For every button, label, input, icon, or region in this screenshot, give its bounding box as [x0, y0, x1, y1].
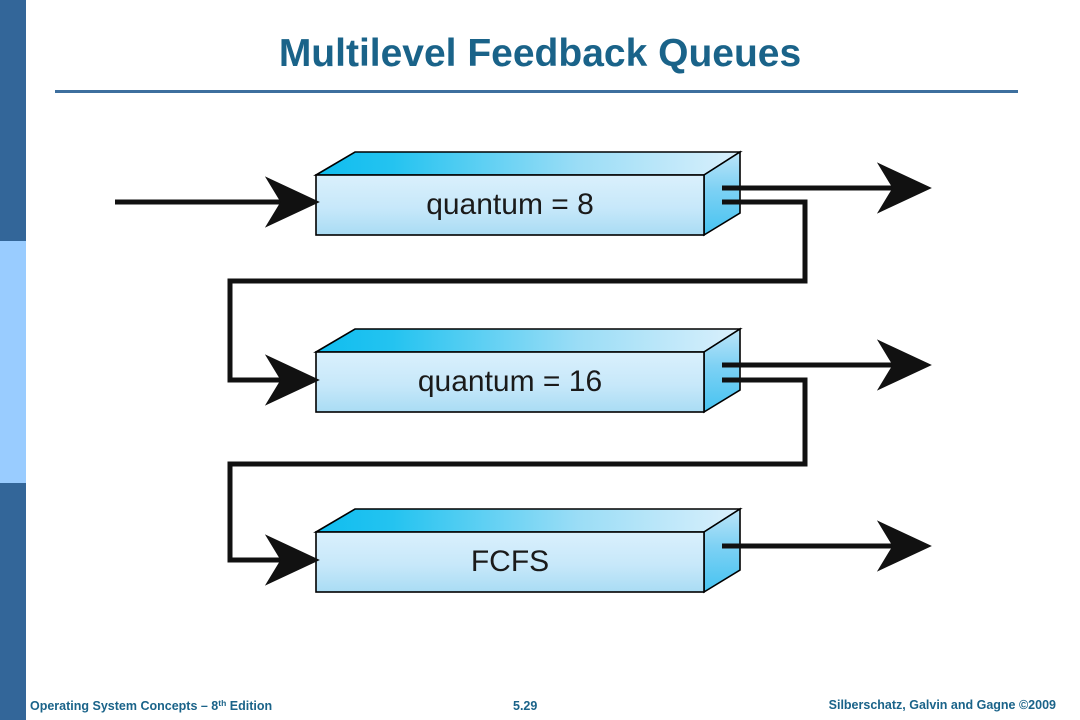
queue-box-1: quantum = 8 — [313, 150, 743, 237]
footer-edition: Operating System Concepts – 8th Edition — [30, 698, 272, 713]
sidebar-band-bottom — [0, 483, 26, 720]
arrow-feedback-queue1-to-queue2 — [227, 199, 808, 406]
queue-box-1-label: quantum = 8 — [426, 188, 594, 221]
queue-box-2-top-face — [313, 328, 743, 353]
queue-box-2-label: quantum = 16 — [418, 365, 602, 398]
arrow-feedback-queue2-to-queue3 — [227, 377, 808, 586]
title-divider — [55, 90, 1018, 93]
sidebar-strip — [0, 0, 26, 720]
queue-box-3-top-face — [313, 508, 743, 533]
queue-box-3-front-face — [315, 531, 705, 593]
queue-box-1-top-face — [313, 151, 743, 176]
queue-box-2: quantum = 16 — [313, 327, 743, 414]
sidebar-band-middle — [0, 241, 26, 483]
page-number: 5.29 — [513, 699, 538, 713]
sidebar-band-top — [0, 0, 26, 241]
page-title: Multilevel Feedback Queues — [278, 32, 802, 75]
queue-box-2-front-face — [315, 351, 705, 413]
footer-edition-suffix: Edition — [226, 699, 273, 713]
connector-group — [115, 162, 932, 586]
queue-box-3-label: FCFS — [471, 545, 549, 578]
queue-box-3: FCFS — [313, 507, 743, 594]
footer-copyright: Silberschatz, Galvin and Gagne ©2009 — [828, 698, 1056, 712]
footer-edition-text: Operating System Concepts – 8 — [30, 699, 219, 713]
footer-edition-ordinal: th — [218, 698, 227, 708]
